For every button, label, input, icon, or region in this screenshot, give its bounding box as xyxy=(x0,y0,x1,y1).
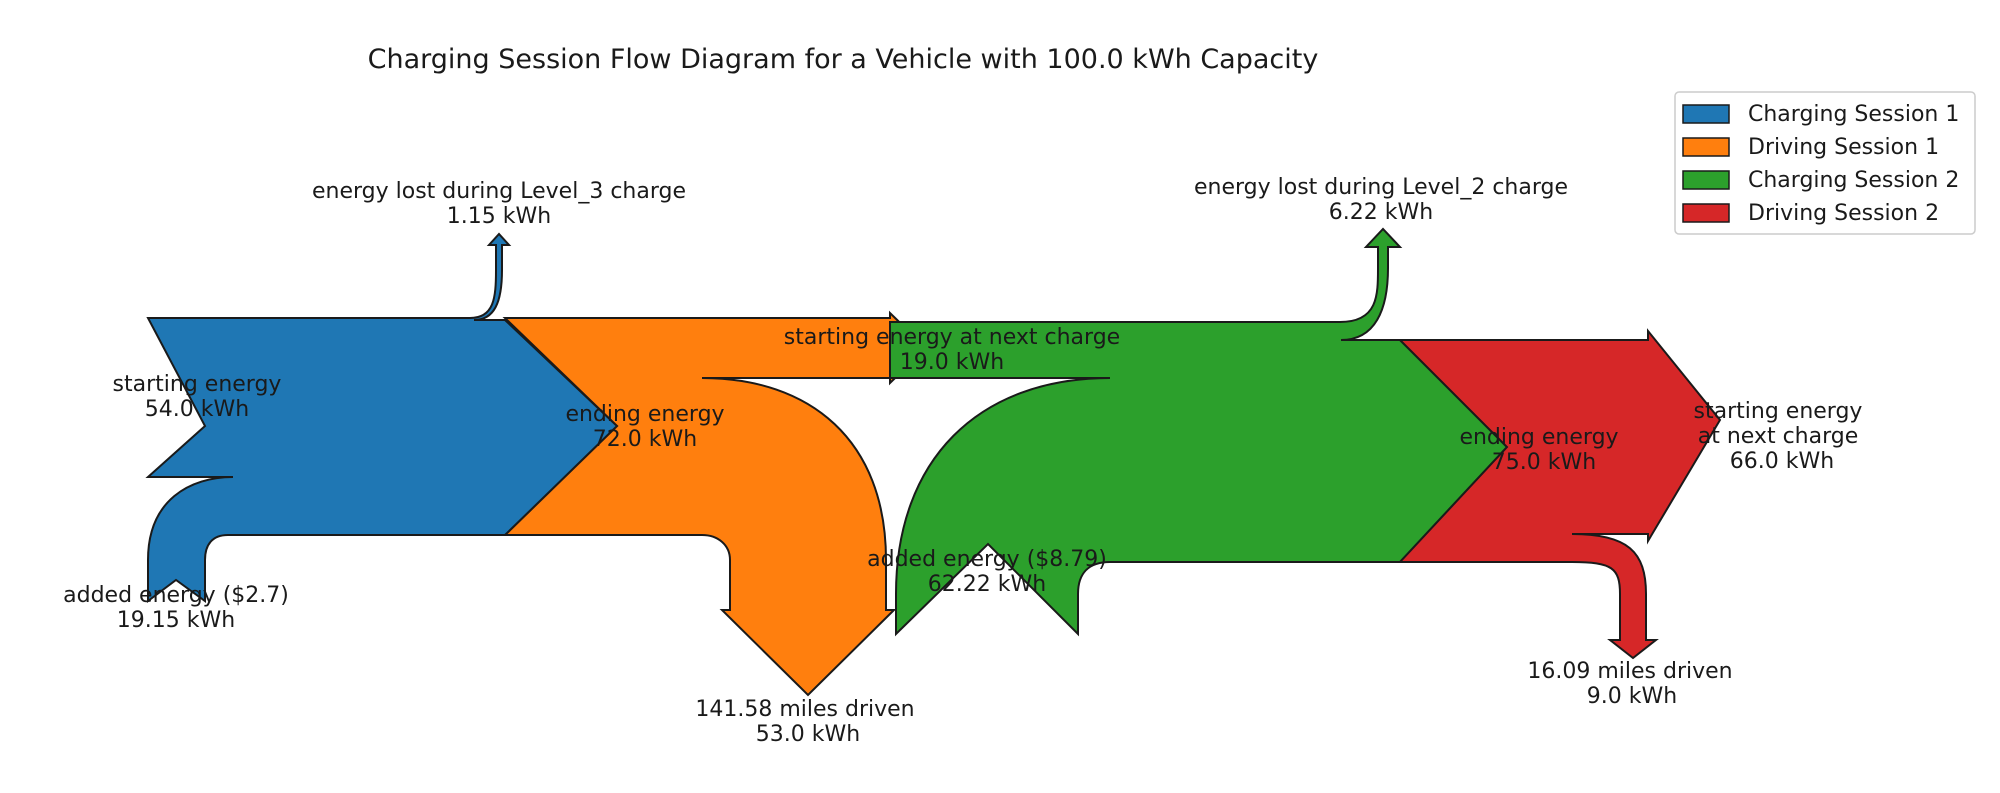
legend: Charging Session 1 Driving Session 1 Cha… xyxy=(1674,91,1976,235)
driving-session-1-flow xyxy=(502,310,928,697)
label-value: 19.0 kWh xyxy=(900,350,1004,375)
driving-session-2-flow xyxy=(1397,328,1722,660)
label-miles-driven-2: 16.09 miles driven 9.0 kWh xyxy=(1527,659,1732,709)
label-energy-lost-l3: energy lost during Level_3 charge 1.15 k… xyxy=(312,179,686,229)
label-ending-energy-1: ending energy 72.0 kWh xyxy=(565,402,724,452)
label-added-energy-1: added energy ($2.7) 19.15 kWh xyxy=(63,583,289,633)
label-value: 66.0 kWh xyxy=(1730,449,1834,474)
label-starting-next-charge-2: starting energy at next charge 66.0 kWh xyxy=(1694,399,1863,474)
charging-session-1-flow xyxy=(145,232,619,603)
legend-swatch xyxy=(1682,104,1730,124)
label-value: 62.22 kWh xyxy=(928,572,1046,597)
label-name: added energy ($8.79) xyxy=(867,547,1107,572)
label-value: 1.15 kWh xyxy=(447,204,551,229)
label-value: 54.0 kWh xyxy=(145,397,249,422)
label-name-cont: at next charge xyxy=(1698,424,1859,449)
legend-label: Driving Session 2 xyxy=(1748,201,1939,226)
label-value: 9.0 kWh xyxy=(1587,684,1677,709)
label-name: added energy ($2.7) xyxy=(63,583,289,608)
legend-box xyxy=(1674,91,1976,235)
legend-item-driving-session-1: Driving Session 1 xyxy=(1682,135,1939,160)
label-name: starting energy xyxy=(113,372,282,397)
legend-label: Driving Session 1 xyxy=(1748,135,1939,160)
label-name: ending energy xyxy=(565,402,724,427)
legend-label: Charging Session 1 xyxy=(1748,102,1959,127)
label-value: 19.15 kWh xyxy=(117,608,235,633)
label-name: starting energy xyxy=(1694,399,1863,424)
diagram-title: Charging Session Flow Diagram for a Vehi… xyxy=(368,44,1319,75)
label-starting-next-charge-1: starting energy at next charge 19.0 kWh xyxy=(784,325,1120,375)
legend-item-charging-session-2: Charging Session 2 xyxy=(1682,168,1959,193)
label-name: 16.09 miles driven xyxy=(1527,659,1732,684)
label-name: energy lost during Level_3 charge xyxy=(312,179,686,204)
label-added-energy-2: added energy ($8.79) 62.22 kWh xyxy=(867,547,1107,597)
label-starting-energy: starting energy 54.0 kWh xyxy=(113,372,282,422)
label-name: 141.58 miles driven xyxy=(695,697,914,722)
label-miles-driven-1: 141.58 miles driven 53.0 kWh xyxy=(695,697,914,747)
label-name: energy lost during Level_2 charge xyxy=(1194,175,1568,200)
label-ending-energy-2: ending energy 75.0 kWh xyxy=(1459,425,1618,475)
legend-item-charging-session-1: Charging Session 1 xyxy=(1682,102,1959,127)
legend-swatch xyxy=(1682,137,1730,157)
legend-label: Charging Session 2 xyxy=(1748,168,1959,193)
legend-swatch xyxy=(1682,203,1730,223)
legend-swatch xyxy=(1682,170,1730,190)
charging-session-2-flow xyxy=(889,227,1509,637)
label-value: 53.0 kWh xyxy=(756,722,860,747)
label-value: 6.22 kWh xyxy=(1329,200,1433,225)
legend-item-driving-session-2: Driving Session 2 xyxy=(1682,201,1939,226)
label-name: ending energy xyxy=(1459,425,1618,450)
label-value: 75.0 kWh xyxy=(1492,450,1596,475)
label-value: 72.0 kWh xyxy=(593,427,697,452)
label-name: starting energy at next charge xyxy=(784,325,1120,350)
label-energy-lost-l2: energy lost during Level_2 charge 6.22 k… xyxy=(1194,175,1568,225)
